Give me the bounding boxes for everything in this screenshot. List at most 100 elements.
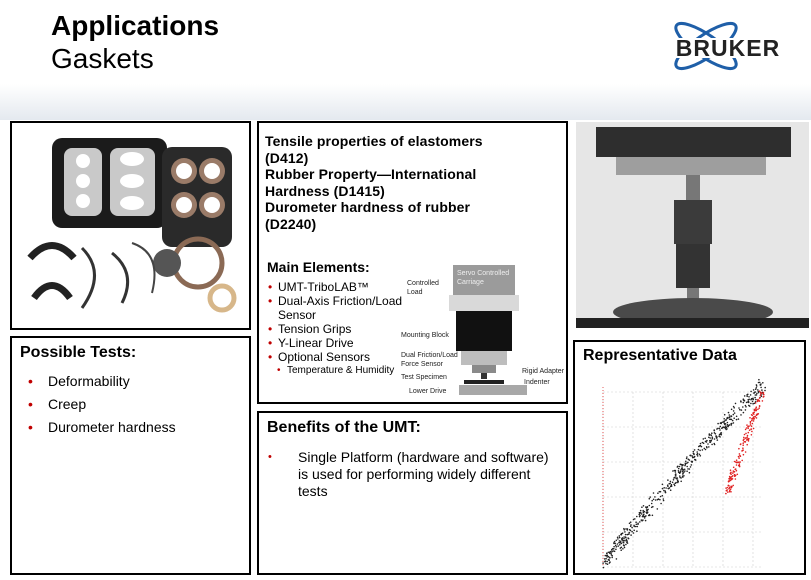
scatter-point <box>659 495 662 498</box>
scatter-point <box>614 544 617 547</box>
scatter-point <box>729 469 732 471</box>
scatter-point <box>606 560 608 563</box>
scatter-point <box>707 443 709 445</box>
scatter-point <box>756 392 758 395</box>
scatter-point <box>730 422 733 425</box>
scatter-point <box>625 536 627 539</box>
scatter-point <box>616 536 619 539</box>
scatter-point <box>617 538 619 540</box>
benefits-heading: Benefits of the UMT: <box>267 419 421 436</box>
scatter-point <box>758 397 761 399</box>
scatter-point <box>717 427 719 430</box>
scatter-point <box>745 427 748 429</box>
scatter-point <box>663 487 665 489</box>
scatter-point <box>691 456 694 459</box>
list-sub-item: Temperature & Humidity <box>267 364 417 377</box>
scatter-point <box>732 470 735 472</box>
scatter-point <box>726 421 729 424</box>
scatter-point <box>641 506 643 508</box>
scatter-point <box>742 444 744 446</box>
scatter-point <box>620 546 623 549</box>
scatter-point <box>726 486 729 489</box>
scatter-point <box>639 511 642 514</box>
scatter-point <box>727 416 729 419</box>
scatter-point <box>743 433 746 436</box>
scatter-point <box>709 437 711 439</box>
scatter-point <box>748 396 750 398</box>
scatter-point <box>658 490 661 493</box>
scatter-point <box>683 475 685 477</box>
scatter-point <box>733 460 736 463</box>
scatter-point <box>746 395 748 398</box>
scatter-point <box>628 531 631 534</box>
scatter-point <box>732 413 735 416</box>
scatter-point <box>624 533 627 536</box>
scatter-point <box>744 440 746 443</box>
scatter-point <box>730 473 732 475</box>
list-item: Dual-Axis Friction/Load Sensor <box>267 294 417 322</box>
scatter-point <box>735 418 738 421</box>
scatter-point <box>744 451 747 453</box>
scatter-point <box>743 395 746 397</box>
scatter-point <box>654 496 656 498</box>
scatter-point <box>746 424 748 426</box>
scatter-point <box>763 393 765 396</box>
logo-text: BRUKER <box>676 35 780 61</box>
scatter-point <box>664 490 666 492</box>
scatter-point <box>742 449 744 451</box>
scatter-point <box>745 439 748 441</box>
scatter-point <box>682 472 684 475</box>
scatter-point <box>752 398 755 401</box>
scatter-point <box>656 508 659 510</box>
scatter-point <box>727 480 730 482</box>
page-subtitle: Gaskets <box>51 43 154 74</box>
scatter-point <box>754 416 757 418</box>
scatter-point <box>743 438 745 440</box>
page-title: Applications <box>51 10 220 41</box>
scatter-point <box>733 412 736 414</box>
rigid-adapter-block <box>472 365 496 373</box>
scatter-point <box>632 532 635 534</box>
scatter-point <box>719 429 721 431</box>
scatter-point <box>662 498 665 500</box>
scatter-point <box>670 483 673 486</box>
scatter-point <box>651 514 654 517</box>
scatter-point <box>629 521 632 523</box>
scatter-point <box>674 471 677 473</box>
scatter-point <box>692 450 695 453</box>
scatter-point <box>748 429 751 431</box>
scatter-point <box>732 472 734 474</box>
standards-list: Tensile properties of elastomers (D412) … <box>265 133 560 232</box>
scatter-point <box>704 448 707 451</box>
scatter-series-red <box>725 390 765 495</box>
scatter-point <box>675 481 677 484</box>
scatter-point <box>755 408 757 411</box>
scatter-point <box>677 481 679 484</box>
scatter-point <box>701 449 704 451</box>
tribometer-photo <box>576 122 809 328</box>
scatter-point <box>759 384 762 386</box>
scatter-point <box>718 435 720 437</box>
scatter-point <box>681 465 683 467</box>
scatter-point <box>662 499 665 502</box>
scatter-point <box>754 396 756 399</box>
scatter-point <box>673 476 676 479</box>
scatter-point <box>760 391 762 394</box>
scatter-point <box>700 445 703 448</box>
scatter-point <box>602 566 605 569</box>
scatter-point <box>654 499 657 501</box>
scatter-point <box>739 408 741 411</box>
scatter-point <box>648 514 651 516</box>
scatter-point <box>608 556 611 559</box>
scatter-point <box>711 436 714 438</box>
scatter-point <box>738 447 740 450</box>
scatter-point <box>640 519 643 521</box>
scatter-point <box>755 387 758 389</box>
scatter-point <box>609 561 611 563</box>
scatter-point <box>752 412 754 414</box>
scatter-point <box>636 515 638 518</box>
scatter-point <box>619 540 622 543</box>
scatter-point <box>646 506 649 508</box>
scatter-point <box>625 538 628 541</box>
scatter-point <box>736 473 739 476</box>
